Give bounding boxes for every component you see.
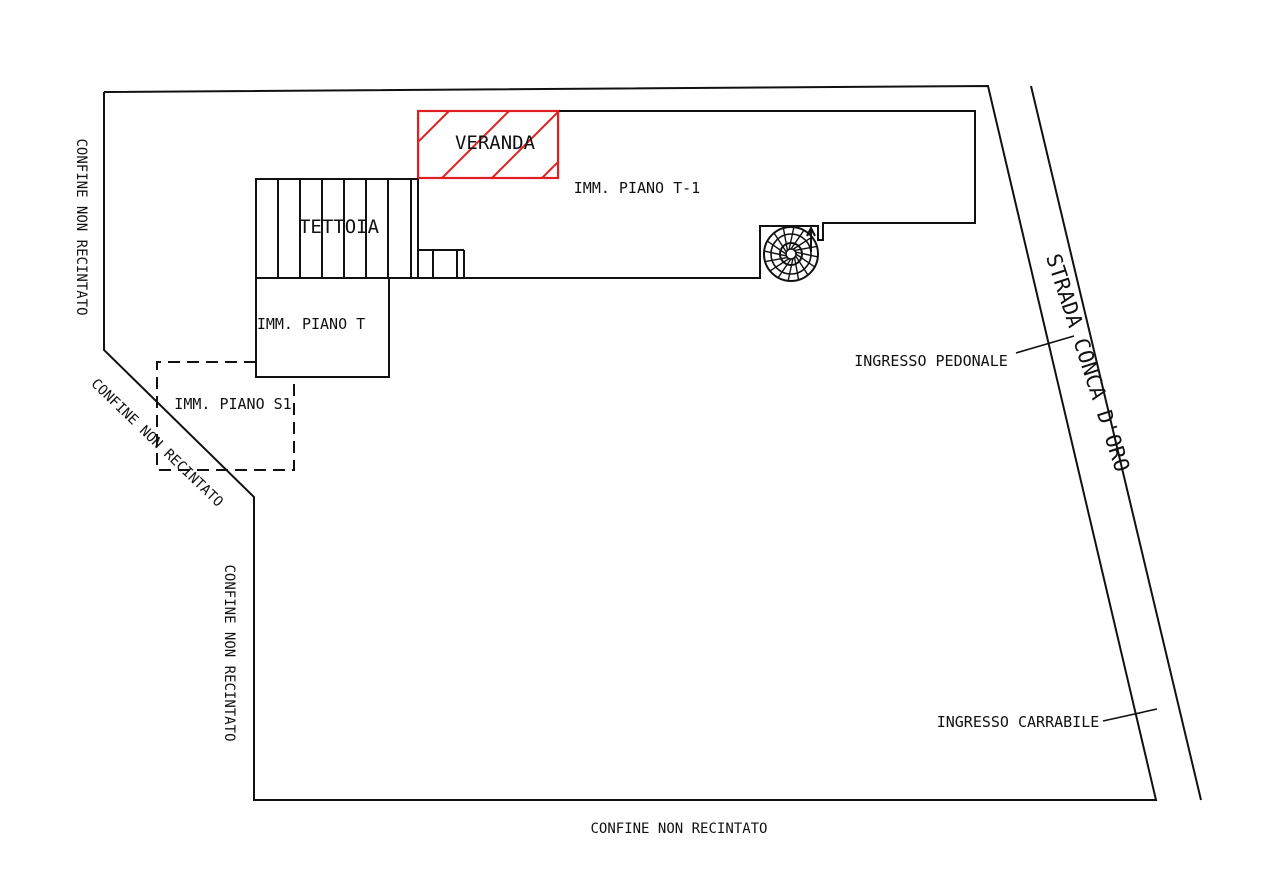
piano-s1-label: IMM. PIANO S1	[174, 395, 291, 413]
building-piano-t	[255, 277, 390, 378]
stair-tread	[777, 258, 792, 279]
stair-tread	[795, 253, 816, 268]
confine-bottom-label: CONFINE NON RECINTATO	[590, 821, 767, 837]
veranda-label: VERANDA	[455, 132, 536, 154]
building-piano-s1	[156, 361, 295, 471]
ingresso-carrabile-label: INGRESSO CARRABILE	[937, 713, 1100, 731]
stair-tread	[788, 227, 795, 250]
building-piano-t1	[417, 110, 976, 279]
stair-tread	[773, 232, 787, 253]
stair-tread	[787, 258, 794, 281]
piano-t1-label: IMM. PIANO T-1	[574, 179, 700, 197]
stair-tread	[793, 257, 800, 281]
stair-tread	[764, 250, 787, 257]
stair-tread	[764, 256, 788, 263]
property-boundary	[103, 84, 1158, 801]
veranda-area	[416, 109, 560, 180]
stair-tread	[782, 227, 789, 251]
strada-label: STRADA CONCA D'ORO	[1041, 251, 1134, 475]
stair-tread	[766, 240, 787, 255]
vehicle-entry-leader	[1102, 708, 1158, 722]
tettoia-area	[255, 178, 418, 279]
stair-tread	[769, 258, 790, 272]
ingresso-pedonale-label: INGRESSO PEDONALE	[854, 352, 1008, 370]
entry-steps	[418, 249, 465, 278]
stair-tread	[795, 255, 809, 276]
stair-tread	[794, 245, 818, 252]
stair-tread	[792, 236, 813, 250]
tettoia-label: TETTOIA	[299, 216, 380, 238]
confine-left-top-label: CONFINE NON RECINTATO	[73, 138, 89, 315]
piano-t-label: IMM. PIANO T	[257, 315, 365, 333]
stair-tread	[795, 251, 818, 258]
stair-tread	[790, 229, 805, 250]
spiral-staircase-icon	[763, 225, 819, 282]
pedestrian-entry-leader	[1015, 335, 1075, 354]
street-edge-line	[1030, 85, 1202, 801]
confine-left-bottom-label: CONFINE NON RECINTATO	[221, 564, 237, 741]
